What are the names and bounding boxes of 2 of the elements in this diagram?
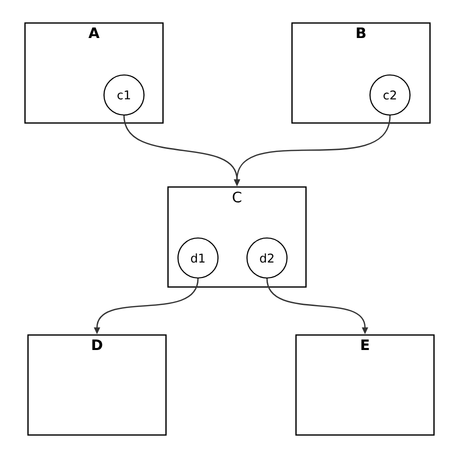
box: D — [27, 334, 167, 436]
box: E — [295, 334, 435, 436]
